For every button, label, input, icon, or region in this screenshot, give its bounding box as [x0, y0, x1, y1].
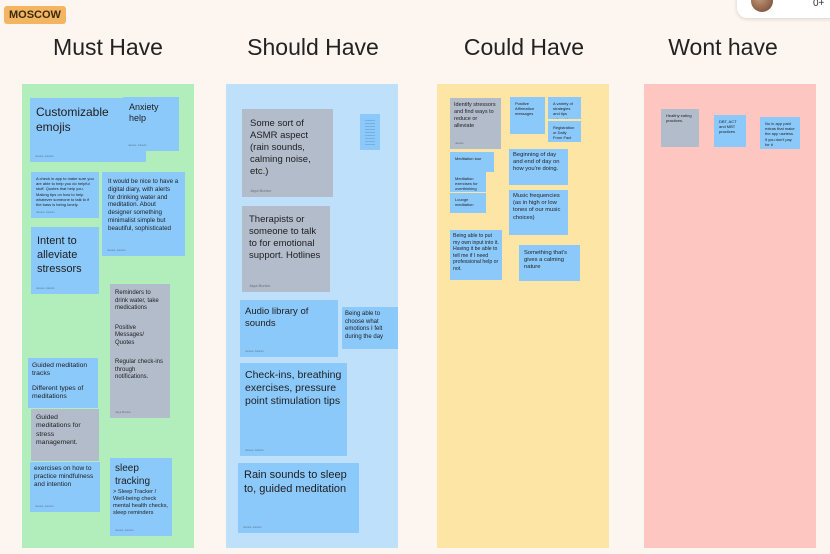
- sticky-note[interactable]: Music frequencies (as in high or low ton…: [509, 190, 568, 235]
- sticky-note[interactable]: A check in app to make sure you are able…: [31, 172, 99, 218]
- sticky-note[interactable]: Some sort of ASMR aspect (rain sounds, c…: [242, 109, 333, 197]
- note-author: Jessie Jurado: [35, 504, 54, 509]
- note-text: Intent to alleviate stressors: [37, 235, 82, 275]
- sticky-note[interactable]: Intent to alleviate stressors Jessie Jur…: [31, 227, 99, 294]
- note-text: Healthy eating practices.: [666, 113, 692, 124]
- sticky-note[interactable]: Being able to choose what emotions I fel…: [342, 307, 398, 349]
- sticky-note[interactable]: Guided meditations for stress management…: [31, 409, 99, 461]
- note-text: No in app paid extras that make the app …: [765, 121, 795, 147]
- note-text: Meditation exercises for overthinking: [455, 176, 478, 192]
- note-text: Regular check-ins through notifications.: [115, 359, 164, 380]
- sticky-note-mini[interactable]: [360, 114, 380, 150]
- avatar[interactable]: [751, 0, 773, 12]
- sticky-note[interactable]: sleep tracking: [110, 458, 172, 488]
- sticky-note[interactable]: It would be nice to have a digital diary…: [102, 172, 185, 256]
- note-text: Beginning of day and end of day on how y…: [513, 152, 560, 173]
- column-title-should: Should Have: [247, 34, 379, 60]
- note-author: Jessie Jurado: [107, 248, 126, 253]
- note-text: It would be nice to have a digital diary…: [108, 178, 179, 232]
- note-author: Jessie Jurado: [36, 210, 55, 215]
- sticky-note[interactable]: Being able to put my own input into it. …: [450, 230, 502, 280]
- note-text: A variety of strategies and tips tailore…: [553, 101, 573, 119]
- note-text: Positive Messages/ Quotes: [115, 324, 145, 346]
- note-author: Jessie Jurado: [243, 525, 262, 530]
- sticky-note[interactable]: Lounge meditation: [450, 193, 486, 213]
- column-title-must: Must Have: [53, 34, 163, 60]
- board-tag[interactable]: MOSCOW: [4, 6, 66, 24]
- note-text: Being able to put my own input into it. …: [453, 233, 499, 272]
- sticky-note[interactable]: DBT, ACT and MBT practices: [714, 115, 746, 147]
- note-author: Jaya Burton: [249, 283, 271, 288]
- note-text: Registration or Daily From Fact Ideas: [553, 125, 575, 142]
- collaborators-panel[interactable]: 0+: [737, 0, 830, 18]
- sticky-note[interactable]: Something that's gives a calming nature: [519, 245, 580, 281]
- note-text: Lounge meditation: [455, 197, 474, 208]
- note-text: Identify stressors and find ways to redu…: [454, 102, 496, 129]
- note-author: Jessie: [455, 141, 464, 146]
- column-wont-have: [644, 84, 816, 548]
- sticky-note[interactable]: Therapists or someone to talk to for emo…: [242, 206, 330, 292]
- note-author: Jaya Burton: [115, 410, 132, 415]
- note-text: Meditation tour: [455, 156, 482, 161]
- note-text: > Sleep Tracker / Well-being check menta…: [113, 489, 169, 517]
- sticky-note[interactable]: > Sleep Tracker / Well-being check menta…: [110, 486, 172, 536]
- note-author: Jessie Jurado: [245, 349, 264, 354]
- note-text: Check-ins, breathing exercises, pressure…: [245, 369, 342, 408]
- note-text: Some sort of ASMR aspect (rain sounds, c…: [250, 118, 311, 177]
- sticky-note[interactable]: Reminders to drink water, take medicatio…: [110, 284, 170, 418]
- note-text: Customizable emojis: [36, 105, 109, 134]
- note-text: Guided meditation tracks: [32, 362, 88, 378]
- note-author: Jessie Jurado: [36, 286, 55, 291]
- note-text: Rain sounds to sleep to, guided meditati…: [244, 469, 347, 495]
- sticky-note[interactable]: Identify stressors and find ways to redu…: [450, 98, 501, 149]
- note-text: DBT, ACT and MBT practices: [719, 119, 737, 135]
- note-text: Therapists or someone to talk to for emo…: [249, 214, 321, 261]
- note-text: Being able to choose what emotions I fel…: [345, 311, 384, 340]
- sticky-note[interactable]: Anxiety help Jessie Jurado: [123, 97, 179, 151]
- note-author: Jessie Jurado: [115, 528, 134, 533]
- note-author: Jessie Jurado: [245, 448, 264, 453]
- sticky-note[interactable]: Positive Affirmation messages: [510, 97, 545, 134]
- column-title-could: Could Have: [463, 34, 585, 60]
- sticky-note[interactable]: Beginning of day and end of day on how y…: [509, 149, 568, 185]
- collaborator-count: 0+: [813, 0, 825, 9]
- note-text: sleep tracking: [115, 463, 151, 487]
- note-text: Guided meditations for stress management…: [36, 414, 81, 447]
- note-text: A check in app to make sure you are able…: [36, 176, 94, 207]
- note-text: Different types of meditations: [32, 384, 84, 401]
- note-text: Reminders to drink water, take medicatio…: [115, 290, 159, 311]
- sticky-note[interactable]: Healthy eating practices.: [661, 109, 699, 147]
- sticky-note[interactable]: No in app paid extras that make the app …: [760, 117, 800, 149]
- sticky-note[interactable]: Audio library of sounds Jessie Jurado: [240, 300, 338, 357]
- note-text: Something that's gives a calming nature: [524, 250, 567, 271]
- note-text: Positive Affirmation messages: [515, 101, 535, 117]
- sticky-note[interactable]: Guided meditation tracks Different types…: [28, 358, 98, 408]
- sticky-note[interactable]: Meditation tour: [450, 152, 494, 172]
- sticky-note[interactable]: exercises on how to practice mindfulness…: [30, 462, 100, 512]
- note-text-lines: [365, 118, 375, 146]
- sticky-note[interactable]: Meditation exercises for overthinking: [450, 172, 486, 192]
- sticky-note[interactable]: Check-ins, breathing exercises, pressure…: [240, 363, 347, 456]
- sticky-note[interactable]: Registration or Daily From Fact Ideas: [548, 121, 581, 142]
- sticky-note[interactable]: A variety of strategies and tips tailore…: [548, 97, 581, 119]
- column-title-wont: Wont have: [668, 34, 778, 60]
- note-text: exercises on how to practice mindfulness…: [34, 465, 94, 489]
- note-author: Jessie Jurado: [128, 143, 147, 148]
- note-text: Anxiety help: [129, 102, 159, 124]
- note-author: Jaya Burton: [250, 188, 272, 193]
- note-text: Audio library of sounds: [245, 306, 309, 329]
- sticky-note[interactable]: Rain sounds to sleep to, guided meditati…: [238, 463, 359, 533]
- note-author: Jessie Jurado: [35, 154, 54, 159]
- note-text: Music frequencies (as in high or low ton…: [513, 193, 561, 221]
